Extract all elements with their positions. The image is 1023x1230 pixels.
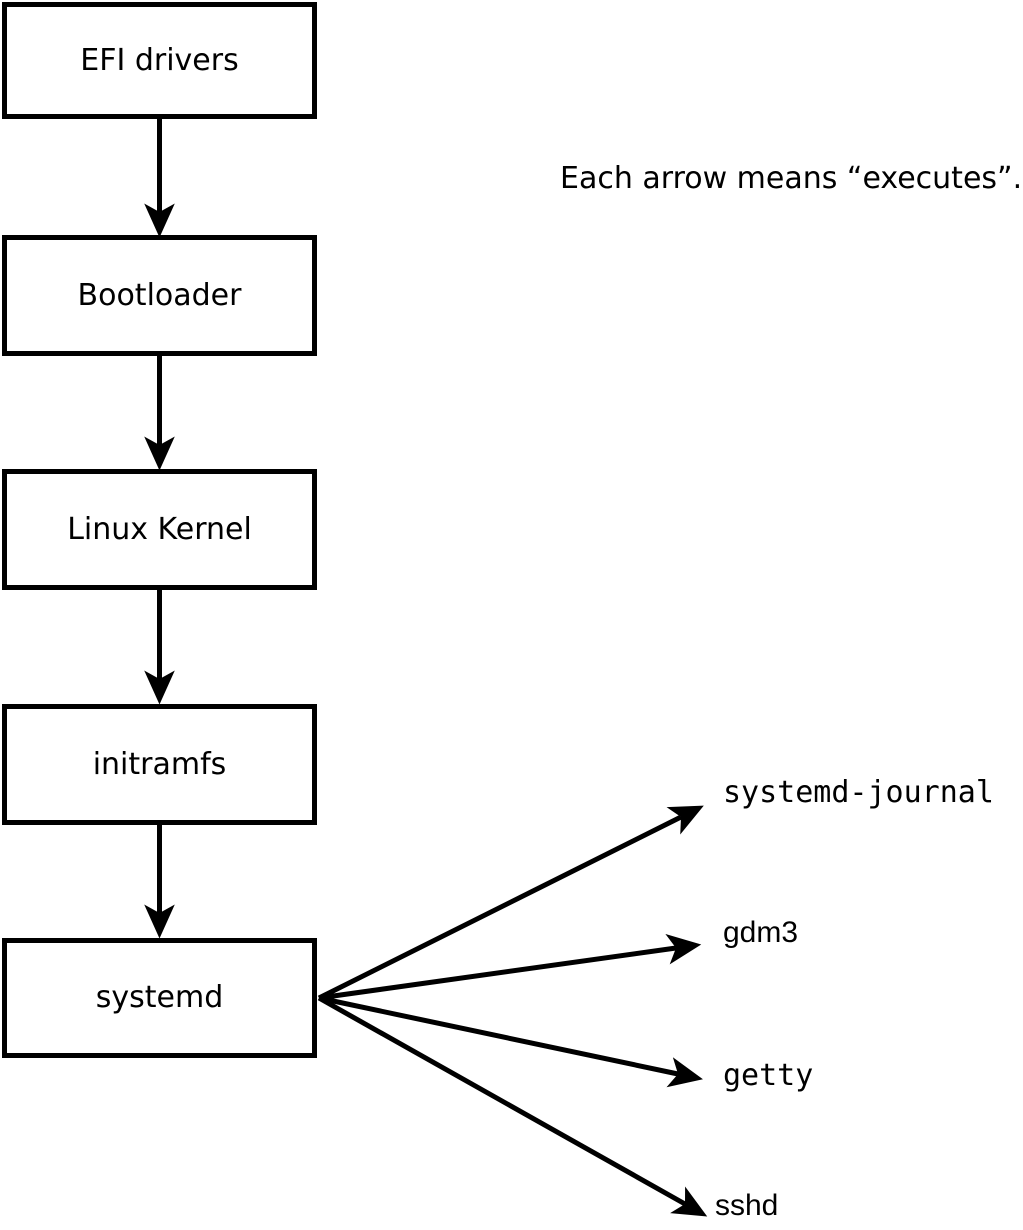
box-bootloader-label: Bootloader xyxy=(77,277,242,313)
spawned-label-gdm3: gdm3 xyxy=(723,916,799,949)
executes-arrow-systemd-to-gdm3 xyxy=(318,934,702,1001)
spawned-label-getty: getty xyxy=(723,1058,814,1093)
box-systemd-label: systemd xyxy=(95,980,224,1015)
box-linux-kernel-label: Linux Kernel xyxy=(67,511,252,547)
box-efi-drivers: EFI drivers xyxy=(2,2,317,119)
box-linux-kernel: Linux Kernel xyxy=(2,469,317,590)
box-initramfs: initramfs xyxy=(2,704,317,825)
executes-arrow-systemd-to-journal xyxy=(317,805,704,1001)
spawned-label-sshd: sshd xyxy=(715,1189,779,1222)
legend-note: Each arrow means “executes”. xyxy=(560,161,1023,196)
box-systemd: systemd xyxy=(2,938,317,1058)
box-bootloader: Bootloader xyxy=(2,235,317,356)
executes-arrow-systemd-to-getty xyxy=(318,995,703,1088)
box-efi-drivers-label: EFI drivers xyxy=(80,42,239,78)
box-initramfs-label: initramfs xyxy=(92,746,227,782)
executes-arrow-systemd-to-sshd xyxy=(317,995,708,1217)
spawned-label-systemd-journal: systemd-journal xyxy=(723,775,994,810)
